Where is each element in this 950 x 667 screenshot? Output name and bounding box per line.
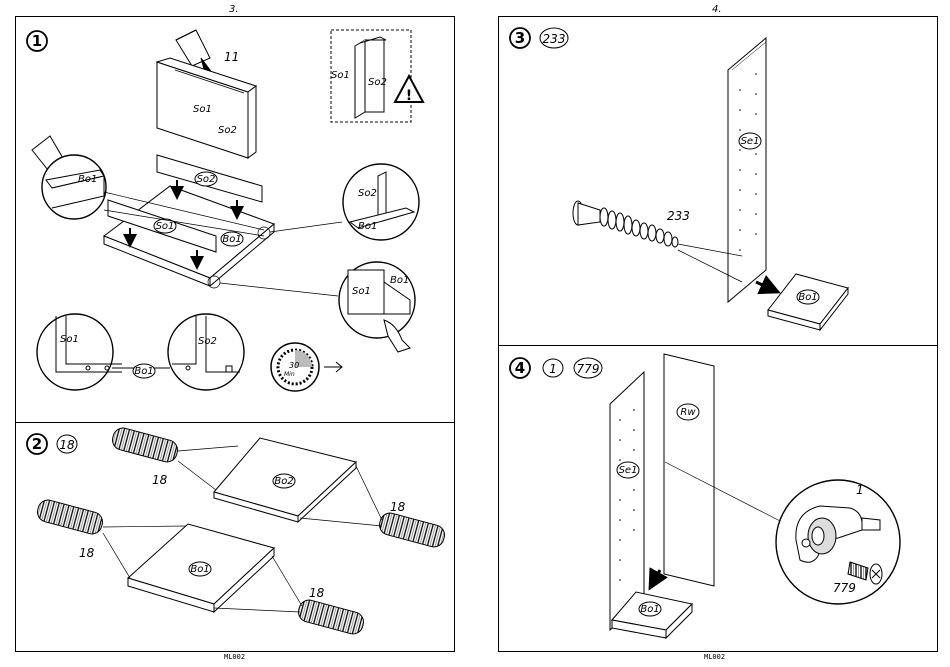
dowel-count-2: 18: [79, 546, 95, 560]
detail3-label-so1: So1: [352, 286, 371, 297]
label-bo1-board: Bo1: [222, 234, 241, 245]
dowel-count-4: 18: [309, 586, 325, 600]
step4-number: 4: [515, 359, 525, 377]
step4-fitting-1: 1: [549, 362, 557, 376]
side-panel-se1-step3: [728, 38, 766, 302]
label-bo2: Bo2: [274, 476, 293, 487]
step4-badge: 4 1 779: [510, 358, 602, 378]
timer-value: 30: [289, 361, 299, 370]
step3-number: 3: [515, 29, 525, 47]
warning-icon: !: [395, 76, 423, 104]
inset-label-so1: So1: [331, 70, 350, 81]
section-label-bo1: Bo1: [134, 366, 153, 377]
detail2-label-so2: So2: [358, 188, 377, 199]
timer-icon: 30 Min: [271, 343, 319, 391]
label-se1-step3: Se1: [741, 136, 760, 147]
step3-badge: 3 233: [510, 28, 568, 48]
step4-fitting-2: 779: [577, 362, 600, 376]
dowel-count-1: 18: [152, 473, 168, 487]
inset-label-so2: So2: [368, 77, 387, 88]
label-se1-step4: Se1: [619, 465, 638, 476]
dowel-icon: [35, 426, 446, 636]
step2-number: 2: [32, 435, 42, 453]
section-label-so2: So2: [198, 336, 217, 347]
step1-number: 1: [32, 32, 42, 50]
timer-unit: Min: [284, 371, 295, 378]
label-so2-board: So2: [197, 174, 216, 185]
connector-bolt-icon: [573, 201, 678, 247]
dowel-count-3: 18: [390, 500, 406, 514]
screw-count-label: 779: [833, 581, 856, 595]
bolt-count-label: 233: [667, 209, 690, 223]
detail-label-bo1: Bo1: [78, 174, 97, 185]
step1-badge: 1: [27, 31, 47, 51]
glue-count-label: 11: [224, 50, 239, 64]
label-bo1-step3: Bo1: [798, 292, 817, 303]
detail3-label-bo1: Bo1: [390, 275, 409, 286]
detail2-label-bo1: Bo1: [358, 221, 377, 232]
section-label-so1: So1: [60, 334, 79, 345]
label-so2-top: So2: [218, 125, 237, 136]
label-rw: Rw: [680, 407, 696, 418]
label-so1-top: So1: [193, 104, 212, 115]
svg-text:!: !: [406, 88, 412, 104]
step2-fitting: 18: [59, 438, 75, 452]
label-bo1-step4: Bo1: [640, 604, 659, 615]
arrow-right-icon: [324, 362, 342, 372]
step2-badge: 2 18: [27, 434, 77, 454]
label-bo1-step2: Bo1: [190, 564, 209, 575]
connector-count-label: 1: [856, 483, 864, 497]
section-circle-so1: [37, 314, 113, 390]
rear-wall-rw: [664, 354, 714, 586]
side-panel-se1-step4: [610, 372, 644, 630]
step3-fitting: 233: [543, 32, 566, 46]
label-so1-board: So1: [156, 221, 175, 232]
